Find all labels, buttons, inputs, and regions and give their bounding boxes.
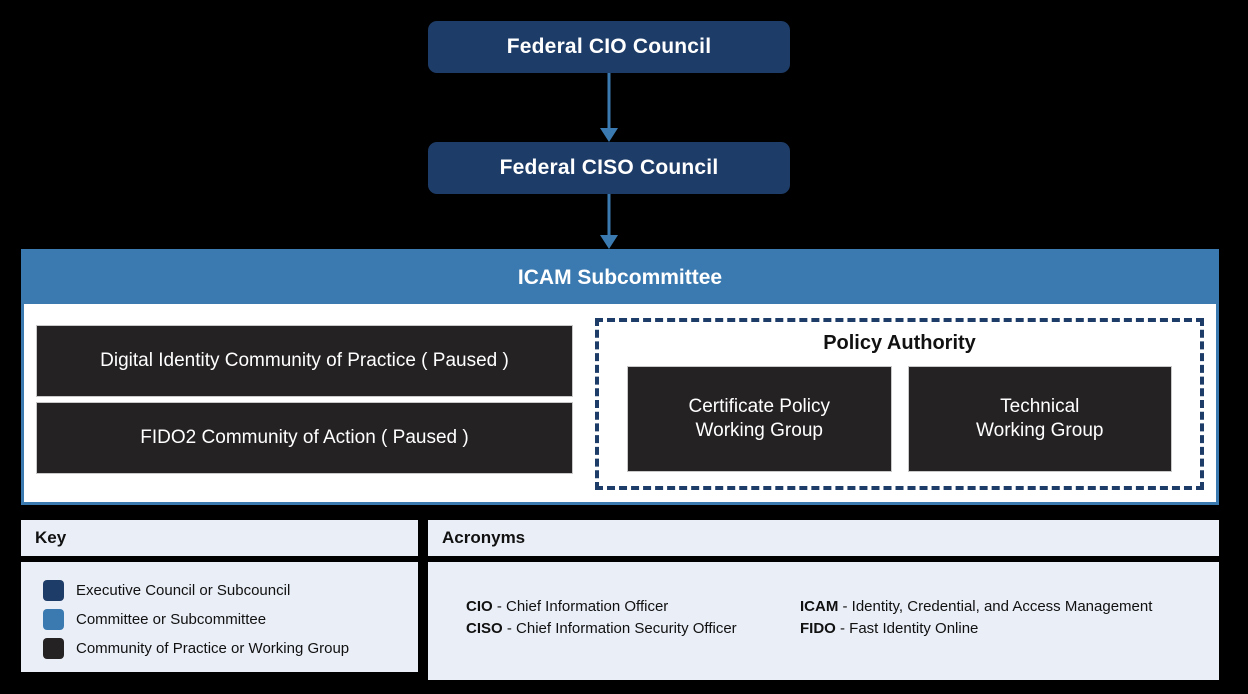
acronym-definition: - Fast Identity Online (835, 620, 979, 638)
key-legend-item: Executive Council or Subcouncil (43, 576, 418, 605)
acronym-definition: - Identity, Credential, and Access Manag… (838, 598, 1153, 615)
icam-community-group-list: Digital Identity Community of Practice (… (36, 318, 573, 490)
acronym-abbr: ICAM (800, 598, 839, 615)
key-legend-item: Committee or Subcommittee (43, 605, 418, 634)
policy-authority-title: Policy Authority (823, 332, 976, 354)
acronyms-panel-title: Acronyms (428, 520, 1219, 556)
acronym-abbr: CIO (466, 598, 493, 615)
arrow-shaft (607, 73, 611, 129)
acronym-abbr: FIDO (800, 620, 836, 638)
acronym-entry: FIDO - Fast Identity Online (800, 618, 1152, 640)
arrow-cio-to-ciso (600, 73, 618, 142)
key-swatch-community-of-practice (43, 638, 64, 659)
key-label: Executive Council or Subcouncil (76, 582, 291, 599)
key-swatch-committee (43, 609, 64, 630)
acronyms-column-right: ICAM - Identity, Credential, and Access … (768, 596, 1152, 640)
acronym-definition: - Chief Information Officer (492, 598, 669, 615)
acronym-entry: CIO - Chief Information Officer (466, 596, 768, 618)
key-legend-item: Community of Practice or Working Group (43, 634, 418, 663)
arrow-head-icon (600, 128, 618, 142)
icam-subcommittee-body: Digital Identity Community of Practice (… (24, 304, 1216, 502)
key-label: Community of Practice or Working Group (76, 640, 350, 657)
arrow-ciso-to-icam (600, 194, 618, 249)
federal-ciso-council-box: Federal CISO Council (428, 142, 790, 194)
acronym-entry: ICAM - Identity, Credential, and Access … (800, 596, 1152, 618)
acronym-entry: CISO - Chief Information Security Office… (466, 618, 768, 640)
icam-subcommittee-title: ICAM Subcommittee (24, 252, 1216, 304)
federal-cio-council-box: Federal CIO Council (428, 21, 790, 73)
key-panel-body: Executive Council or Subcouncil Committe… (21, 562, 418, 672)
digital-identity-community-of-practice-box: Digital Identity Community of Practice (… (36, 325, 573, 397)
acronyms-column-left: CIO - Chief Information Officer CISO - C… (428, 596, 768, 640)
acronym-abbr: CISO (466, 620, 503, 638)
key-label: Committee or Subcommittee (76, 611, 267, 628)
acronym-definition: - Chief Information Security Officer (502, 620, 737, 638)
key-panel-title: Key (21, 520, 418, 556)
icam-subcommittee-container: ICAM Subcommittee Digital Identity Commu… (21, 249, 1219, 505)
fido2-community-of-action-box: FIDO2 Community of Action ( Paused ) (36, 402, 573, 474)
acronyms-panel-body: CIO - Chief Information Officer CISO - C… (428, 562, 1219, 680)
arrow-shaft (607, 194, 611, 236)
key-swatch-executive-council (43, 580, 64, 601)
arrow-head-icon (600, 235, 618, 249)
